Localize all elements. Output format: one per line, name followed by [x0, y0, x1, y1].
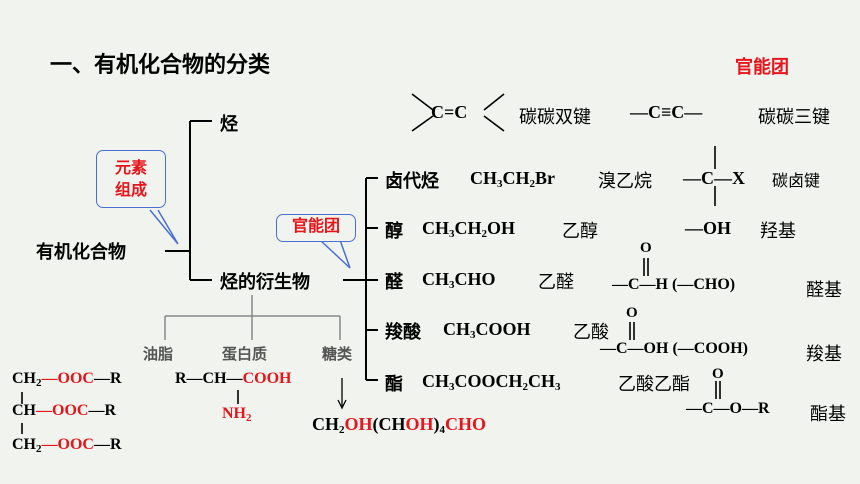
alkene-formula: C=C	[431, 102, 468, 122]
fat-row-3: CH2—OOC—R	[12, 436, 122, 455]
protein-main: R—CH—COOH	[175, 370, 292, 387]
group-ester: —C—O—R	[686, 400, 770, 417]
bio-protein-label: 蛋白质	[222, 345, 268, 363]
example-aldehyde: 乙醛	[538, 272, 574, 293]
fat-row-2: CH—OOC—R	[12, 402, 117, 419]
class-aldehyde: 醛	[385, 272, 403, 293]
functional-group-header: 官能团	[735, 57, 789, 78]
bio-sugar-label: 糖类	[322, 345, 353, 363]
formula-ester: CH3COOCH2CH3	[422, 371, 561, 393]
alkyne-formula: —C≡C—	[630, 102, 703, 122]
groupname-aldehyde: 醛基	[806, 280, 842, 301]
formula-carboxylic-acid: CH3COOH	[443, 319, 531, 341]
group-haloalkane: —C—X	[683, 168, 745, 188]
example-carboxylic-acid: 乙酸	[573, 322, 609, 343]
class-alcohol: 醇	[385, 221, 403, 242]
example-ester: 乙酸乙酯	[618, 374, 690, 395]
callout-functional: 官能团	[276, 214, 356, 242]
oxygen-aldehyde: O	[640, 240, 652, 256]
groupname-ester: 酯基	[810, 404, 846, 425]
example-alcohol: 乙醇	[562, 221, 598, 242]
group-aldehyde: —C—H (—CHO)	[612, 276, 736, 293]
formula-alcohol: CH3CH2OH	[422, 218, 516, 240]
glucose-formula: CH2OH(CHOH)4CHO	[312, 414, 487, 436]
formula-aldehyde: CH3CHO	[422, 269, 496, 291]
alkene-group-name: 碳碳双键	[519, 107, 591, 128]
page-title: 一、有机化合物的分类	[50, 53, 271, 78]
hydrocarbon-label: 烃	[220, 114, 238, 135]
protein-nh2: NH2	[222, 405, 252, 424]
oxygen-carboxylic-acid: O	[626, 305, 638, 321]
groupname-carboxylic-acid: 羧基	[806, 344, 842, 365]
bio-fat-label: 油脂	[143, 345, 174, 363]
class-carboxylic-acid: 羧酸	[385, 322, 421, 343]
groupname-alcohol: 羟基	[760, 221, 796, 242]
groupname-haloalkane: 碳卤键	[772, 171, 821, 190]
derivative-label: 烃的衍生物	[220, 272, 310, 293]
callout-elements: 元素组成	[96, 150, 166, 208]
alkyne-group-name: 碳碳三键	[758, 107, 830, 128]
group-carboxylic-acid: —C—OH (—COOH)	[600, 340, 748, 357]
class-haloalkane: 卤代烃	[385, 171, 439, 192]
fat-row-1: CH2—OOC—R	[12, 370, 122, 389]
formula-haloalkane: CH3CH2Br	[470, 168, 555, 190]
root-label: 有机化合物	[36, 242, 126, 263]
group-alcohol: —OH	[685, 218, 732, 238]
class-ester: 酯	[385, 374, 403, 395]
example-haloalkane: 溴乙烷	[598, 171, 652, 192]
oxygen-ester: O	[712, 366, 724, 382]
